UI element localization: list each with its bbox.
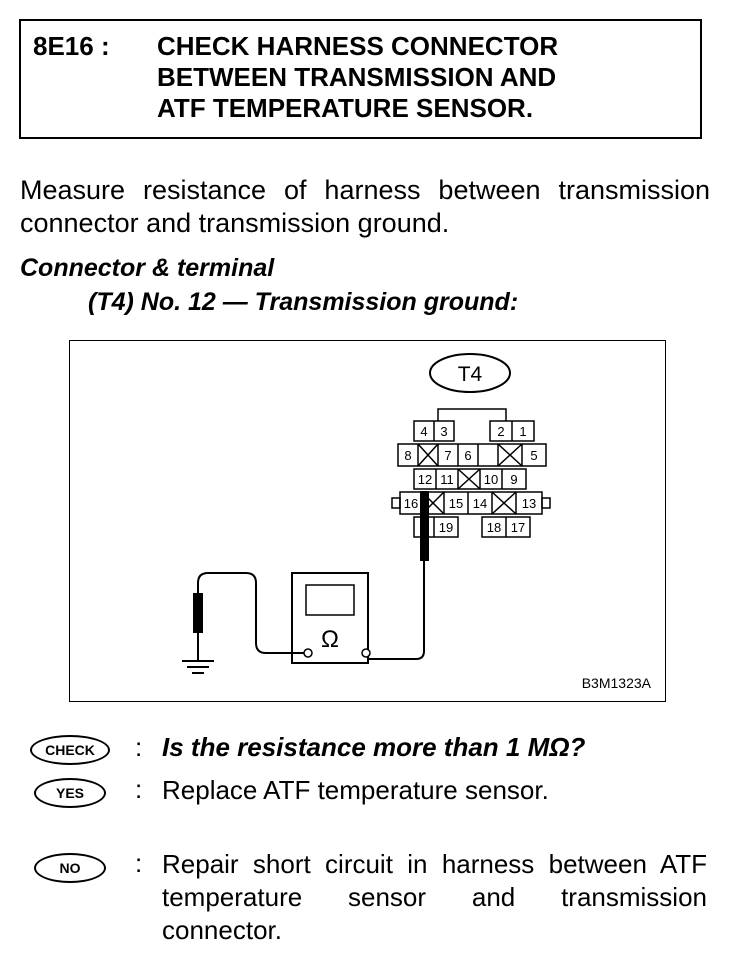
terminal-13: 13 (522, 496, 536, 511)
step-header: 8E16 : CHECK HARNESS CONNECTOR BETWEEN T… (19, 19, 702, 139)
terminal-1: 1 (519, 424, 526, 439)
terminal-10: 10 (484, 472, 498, 487)
yes-tag: YES (34, 778, 106, 808)
connector-t4 (391, 420, 551, 538)
no-text: Repair short circuit in harness between … (162, 849, 707, 945)
step-title: CHECK HARNESS CONNECTOR BETWEEN TRANSMIS… (157, 31, 697, 124)
lead-wire-connector (368, 561, 425, 660)
terminal-18: 18 (487, 520, 501, 535)
terminal-9: 9 (510, 472, 517, 487)
title-line-1: CHECK HARNESS CONNECTOR (157, 31, 559, 61)
terminal-7: 7 (444, 448, 451, 463)
terminal-2: 2 (497, 424, 504, 439)
figure-code: B3M1323A (581, 675, 651, 691)
no-tag: NO (34, 853, 106, 883)
terminal-12: 12 (418, 472, 432, 487)
terminal-15: 15 (449, 496, 463, 511)
terminal-11: 11 (440, 472, 454, 487)
yes-text: Replace ATF temperature sensor. (162, 775, 549, 805)
terminal-8: 8 (404, 448, 411, 463)
terminal-3: 3 (440, 424, 447, 439)
no-colon: : (135, 848, 143, 878)
terminal-17: 17 (511, 520, 525, 535)
title-line-3: ATF TEMPERATURE SENSOR. (157, 93, 534, 123)
connector-lock-outline (437, 408, 507, 421)
lead-wire-ground (197, 572, 304, 654)
terminal-19: 19 (439, 520, 453, 535)
check-tag: CHECK (30, 735, 110, 765)
terminal-5: 5 (530, 448, 537, 463)
terminal-14: 14 (473, 496, 487, 511)
terminal-6: 6 (464, 448, 471, 463)
ohmmeter-body (291, 572, 369, 664)
connector-tag-label: T4 (458, 363, 483, 386)
ground-symbol (182, 660, 214, 674)
probe-connector (420, 491, 429, 561)
ohm-symbol: Ω (321, 626, 339, 653)
ohmmeter-display (305, 584, 355, 616)
probe-ground (193, 593, 203, 633)
connector-label-line-2: (T4) No. 12 — Transmission ground: (88, 288, 519, 316)
check-colon: : (135, 732, 143, 762)
step-code: 8E16 : (33, 31, 110, 61)
wiring-diagram: T4 (182, 353, 551, 674)
instruction-text: Measure resistance of harness between tr… (20, 175, 710, 238)
wiring-figure: T4 (69, 340, 666, 702)
terminal-16: 16 (404, 496, 418, 511)
meter-terminal-right (361, 648, 371, 658)
title-line-2: BETWEEN TRANSMISSION AND (157, 62, 557, 92)
terminal-4: 4 (420, 424, 427, 439)
meter-terminal-left (303, 648, 313, 658)
check-question: Is the resistance more than 1 MΩ? (162, 732, 586, 762)
yes-colon: : (135, 774, 143, 804)
connector-label-line-1: Connector & terminal (20, 254, 275, 282)
connector-tag-ellipse (429, 353, 511, 393)
